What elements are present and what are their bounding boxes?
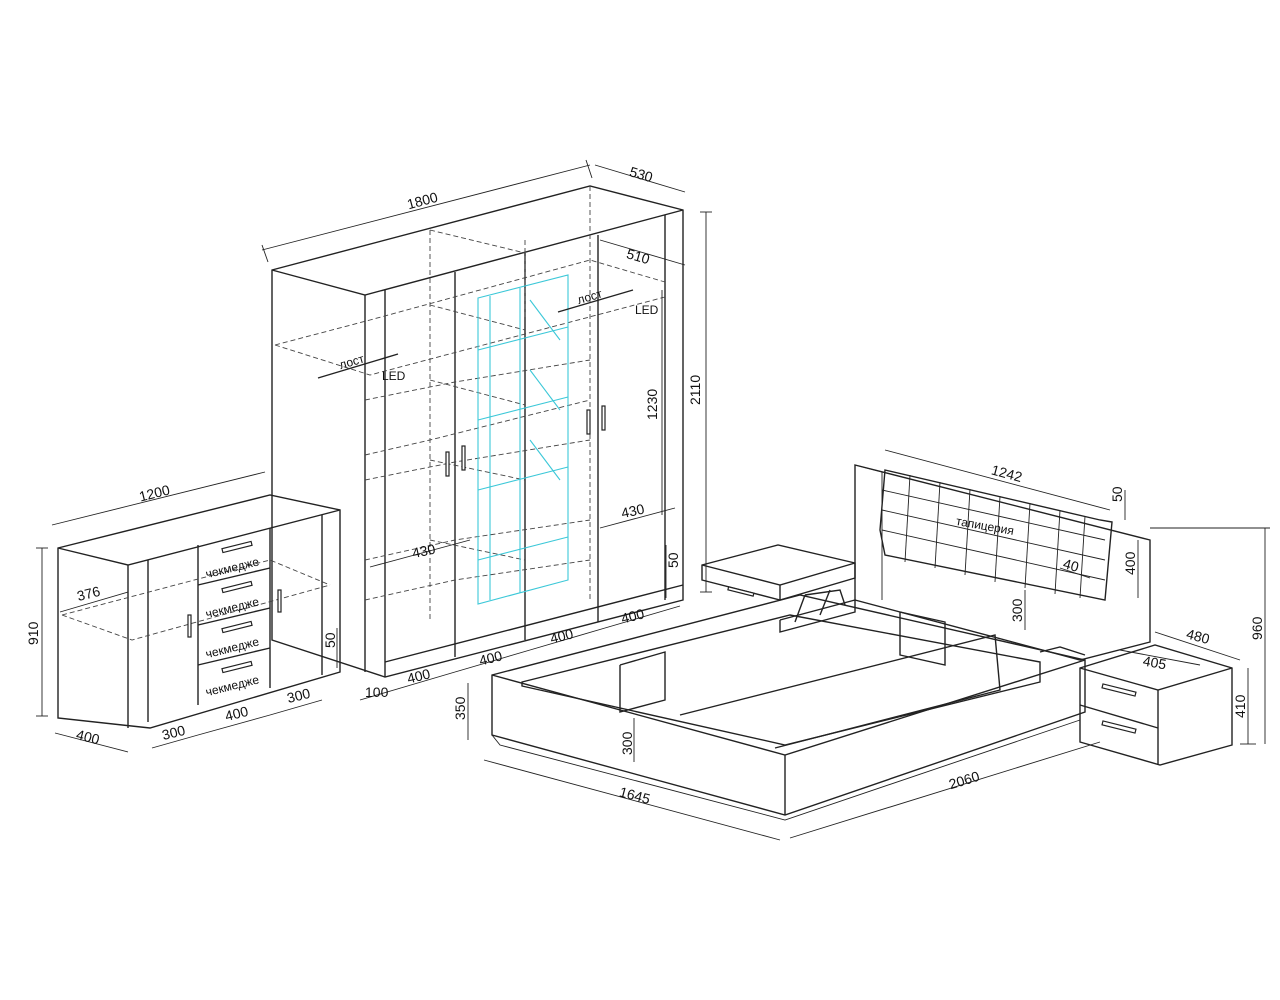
bed-total-height-label: 960	[1249, 616, 1265, 640]
bed-headboard-height-label: 400	[1122, 551, 1138, 575]
dresser-outline	[57, 494, 341, 729]
handle-icon	[445, 451, 450, 477]
bed-width-label: 1645	[618, 784, 652, 808]
wardrobe-plinth	[384, 584, 684, 663]
wardrobe-shelf-depth-right-label: 430	[620, 501, 646, 522]
dresser-section-1: 300	[160, 722, 187, 743]
wardrobe-rod-label-2: лост	[576, 286, 605, 307]
bed-storage-box	[521, 614, 1041, 746]
dresser-depth-label: 400	[75, 726, 102, 747]
wardrobe-led-label-1: LED	[382, 369, 406, 383]
wardrobe-door-width-2: 400	[477, 647, 504, 668]
bed	[467, 449, 1270, 841]
wardrobe-plinth-left-label: 50	[322, 632, 338, 648]
handle-icon	[221, 540, 253, 554]
wardrobe-top-front-edge	[271, 209, 684, 296]
bed-upholstery	[879, 469, 1113, 601]
bed-box-depth-label: 300	[619, 731, 635, 755]
wardrobe-edge-offset-label: 100	[365, 684, 389, 700]
bed-dimensions	[467, 449, 1270, 841]
wardrobe-led-label-2: LED	[635, 303, 659, 317]
nightstand-labels: 410 480 405	[1142, 626, 1248, 718]
handle-icon	[221, 620, 253, 634]
nightstand-left	[701, 544, 856, 601]
dresser-width-label: 1200	[137, 481, 171, 504]
bed-box-depth-rear-label: 300	[1009, 598, 1025, 622]
bed-frame-outline	[491, 594, 1086, 816]
handle-icon	[461, 445, 466, 471]
wardrobe	[261, 159, 712, 701]
wardrobe-rod-label-1: лост	[338, 351, 367, 372]
bed-headboard-offset-label: 40	[1061, 555, 1080, 575]
handle-icon	[586, 409, 591, 435]
dresser-dimensions	[36, 471, 323, 753]
dresser-inner-depth-label: 376	[75, 583, 102, 604]
wardrobe-hidden-shelves	[274, 186, 666, 620]
dresser-drawer-label-4: чекмедже	[204, 672, 261, 699]
nightstand-width-label: 480	[1185, 626, 1212, 648]
wardrobe-door-width-4: 400	[619, 605, 646, 626]
bed-labels: 1242 50 400 40 тапицерия 350 300 300 164…	[452, 462, 1265, 808]
handle-icon	[221, 660, 253, 674]
nightstand-right	[1079, 644, 1256, 766]
dresser-section-3: 300	[285, 685, 312, 706]
nightstand-height-label: 410	[1232, 694, 1248, 718]
handle-icon	[187, 614, 192, 638]
handle-icon	[727, 586, 755, 597]
handle-icon	[1101, 720, 1137, 734]
wardrobe-handles	[445, 405, 606, 477]
dresser	[36, 471, 341, 753]
bed-lift-mechanism	[779, 589, 856, 633]
handle-icon	[277, 589, 282, 613]
wardrobe-dimensions	[261, 159, 712, 701]
wardrobe-door-width-1: 400	[405, 665, 432, 686]
bed-frame-height-label: 350	[452, 696, 468, 720]
dresser-section-2: 400	[223, 703, 250, 724]
wardrobe-labels: 1800 530 510 2110 1230 430 430 50 50 400…	[322, 163, 703, 700]
handle-icon	[1101, 683, 1137, 697]
bed-headboard-width-label: 1242	[990, 462, 1024, 486]
handle-icon	[221, 580, 253, 594]
wardrobe-hanging-rods	[317, 289, 634, 379]
dresser-height-label: 910	[25, 621, 41, 645]
bed-headboard-top-label: 50	[1109, 486, 1125, 502]
wardrobe-plinth-label: 50	[665, 552, 681, 568]
wardrobe-inner-depth-label: 510	[625, 245, 652, 267]
wardrobe-shelf-height-label: 1230	[644, 389, 660, 420]
wardrobe-height-label: 2110	[687, 375, 703, 405]
wardrobe-width-label: 1800	[405, 189, 439, 213]
wardrobe-shelf-depth-left-label: 430	[411, 541, 437, 562]
bed-frame-top-edge	[491, 659, 1086, 756]
bed-length-label: 2060	[947, 768, 982, 792]
handle-icon	[601, 405, 606, 431]
wardrobe-door-width-3: 400	[548, 625, 575, 646]
wardrobe-glass-panel	[477, 274, 569, 605]
wardrobe-depth-label: 530	[628, 163, 655, 185]
nightstand-depth-label: 405	[1142, 653, 1168, 673]
